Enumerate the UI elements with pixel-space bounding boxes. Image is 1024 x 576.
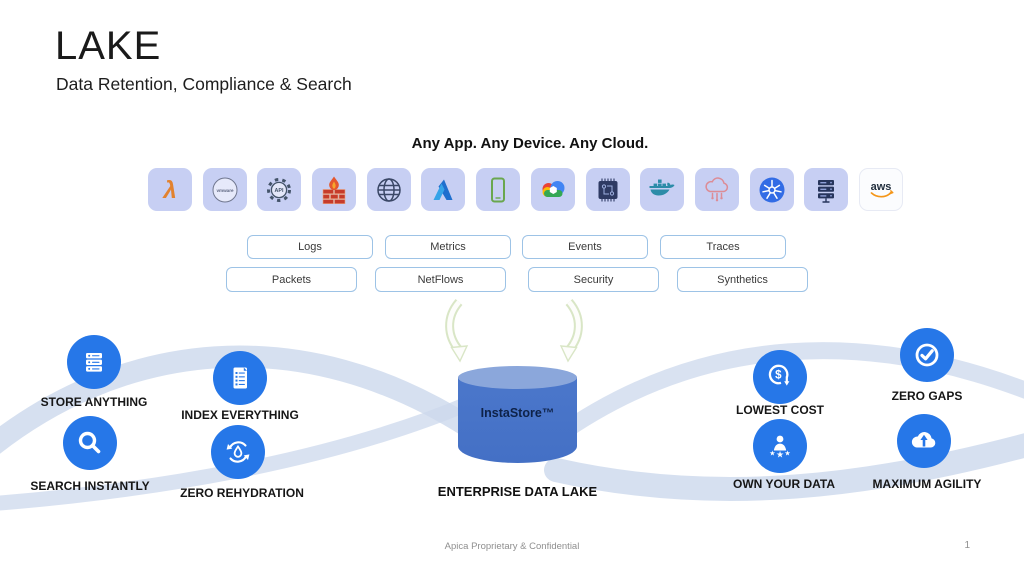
signal-box-synthetics: Synthetics xyxy=(677,267,808,292)
azure-icon xyxy=(421,168,466,211)
cylinder-label: InstaStore™ xyxy=(480,406,555,420)
kubernetes-icon xyxy=(749,168,794,211)
aws-icon: aws xyxy=(858,168,903,211)
firewall-icon xyxy=(312,168,357,211)
page-title: LAKE xyxy=(55,24,162,68)
feature-label-zero-rehydration: ZERO REHYDRATION xyxy=(180,486,304,500)
zero-gaps-icon xyxy=(900,328,954,382)
svg-text:aws: aws xyxy=(871,181,892,193)
signal-box-logs: Logs xyxy=(247,235,373,259)
feature-label-maximum-agility: MAXIMUM AGILITY xyxy=(872,477,982,491)
iot-chip-icon xyxy=(585,168,630,211)
cylinder-body xyxy=(458,377,577,463)
feature-label-search-instantly: SEARCH INSTANTLY xyxy=(30,479,150,493)
signal-box-traces: Traces xyxy=(660,235,786,259)
signal-box-packets: Packets xyxy=(226,267,357,292)
enterprise-data-lake-caption: ENTERPRISE DATA LAKE xyxy=(437,484,598,499)
vmware-icon: vmware xyxy=(202,168,247,211)
lowest-cost-icon: $ xyxy=(753,350,807,404)
search-instantly-icon xyxy=(63,416,117,470)
zero-rehydration-icon xyxy=(211,425,265,479)
svg-text:$: $ xyxy=(775,370,782,382)
svg-text:★: ★ xyxy=(784,450,790,458)
svg-text:API: API xyxy=(275,188,284,194)
svg-text:★: ★ xyxy=(769,450,775,458)
feature-label-own-your-data: OWN YOUR DATA xyxy=(733,477,835,491)
api-gateway-icon: API xyxy=(257,168,302,211)
page-number: 1 xyxy=(964,540,970,551)
feature-label-lowest-cost: LOWEST COST xyxy=(736,403,824,417)
funnel-arrows xyxy=(445,299,583,363)
google-cloud-icon xyxy=(530,168,575,211)
page-subtitle: Data Retention, Compliance & Search xyxy=(56,74,352,94)
svg-text:vmware: vmware xyxy=(216,187,234,192)
signal-box-metrics: Metrics xyxy=(385,235,511,259)
maximum-agility-icon xyxy=(897,414,951,468)
feature-label-index-everything: INDEX EVERYTHING xyxy=(181,408,299,422)
section-heading: Any App. Any Device. Any Cloud. xyxy=(411,135,649,152)
index-everything-icon xyxy=(213,351,267,405)
web-globe-icon xyxy=(366,168,411,211)
svg-text:★: ★ xyxy=(776,450,784,460)
signal-box-security: Security xyxy=(528,267,659,292)
icon-row: λ vmware API xyxy=(148,168,903,211)
footer-confidential-text: Apica Proprietary & Confidential xyxy=(444,541,580,552)
cloud-network-icon xyxy=(694,168,739,211)
signal-box-events: Events xyxy=(522,235,648,259)
feature-label-zero-gaps: ZERO GAPS xyxy=(891,389,963,403)
instastore-cylinder: InstaStore™ xyxy=(458,366,577,464)
feature-label-store-anything: STORE ANYTHING xyxy=(40,395,148,409)
signal-box-netflows: NetFlows xyxy=(375,267,506,292)
mobile-device-icon xyxy=(476,168,521,211)
store-anything-icon xyxy=(67,335,121,389)
own-your-data-icon: ★ ★ ★ xyxy=(753,419,807,473)
cylinder-top xyxy=(458,366,577,389)
svg-text:λ: λ xyxy=(161,177,176,204)
docker-icon xyxy=(640,168,685,211)
aws-lambda-icon: λ xyxy=(148,168,192,211)
server-stack-icon xyxy=(804,168,849,211)
